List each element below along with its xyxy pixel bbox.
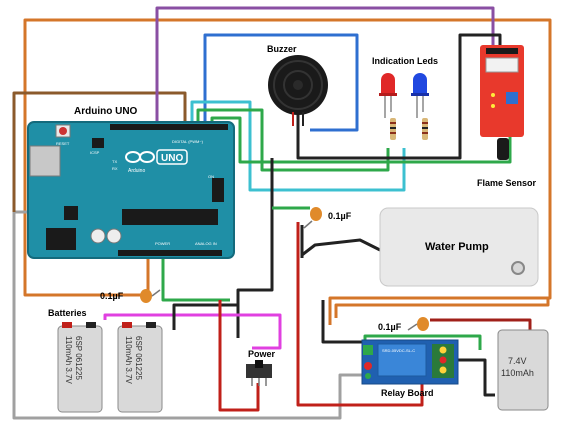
wire-blue-buzzer xyxy=(203,33,359,132)
wires xyxy=(12,6,552,420)
battery-right-capacity: 110mAh xyxy=(501,368,534,378)
arduino-logo-icon xyxy=(125,151,155,163)
uno-logo-text: UNO xyxy=(161,153,183,164)
tx-label: TX xyxy=(112,159,117,164)
capacitor-top-label: 0.1µF xyxy=(328,211,352,221)
capacitor-relay xyxy=(407,317,429,331)
power-jack xyxy=(46,228,76,250)
wire-black-top xyxy=(296,33,502,160)
analog-label: ANALOG IN xyxy=(195,241,217,246)
wire-orange-relay-top xyxy=(334,298,550,318)
wire-black-center xyxy=(236,158,274,338)
board-capacitor-1 xyxy=(90,228,106,244)
leds-label: Indication Leds xyxy=(372,56,438,66)
wire-magenta xyxy=(103,313,282,350)
usb-port xyxy=(29,145,61,177)
wire-black-arduino xyxy=(172,290,240,330)
capacitor-relay-label: 0.1µF xyxy=(378,322,402,332)
battery-right: 7.4V 110mAh xyxy=(497,329,549,411)
water-pump xyxy=(379,207,539,287)
power-switch xyxy=(246,360,272,386)
wire-red-relay xyxy=(296,222,424,407)
relay-board-label: Relay Board xyxy=(381,388,434,398)
wire-brown-loop xyxy=(12,91,187,212)
battery-1-line2: 110mAh 3.7V xyxy=(64,336,73,385)
power-header xyxy=(118,250,222,256)
wire-black-battery xyxy=(450,358,495,397)
power-header-label: POWER xyxy=(155,241,170,246)
wire-black-pump xyxy=(301,238,381,257)
rx-label: RX xyxy=(112,166,118,171)
reset-label: RESET xyxy=(56,141,70,146)
wire-green-flame xyxy=(210,62,512,164)
wire-red-switch xyxy=(218,300,260,412)
arduino-title: Arduino UNO xyxy=(74,106,138,117)
arduino-board: RESET DIGITAL (PWM~) POWER ANALOG IN ICS… xyxy=(27,121,235,259)
relay-chip-text: SRD-05VDC-SL-C xyxy=(382,348,415,353)
battery-right-voltage: 7.4V xyxy=(508,356,527,366)
resistor-2 xyxy=(422,118,428,140)
capacitor-top xyxy=(303,207,322,229)
water-pump-label: Water Pump xyxy=(425,241,489,253)
wire-green-battery xyxy=(161,255,230,302)
board-capacitor-2 xyxy=(106,228,122,244)
wire-black-relay xyxy=(321,300,362,344)
flame-sensor-label: Flame Sensor xyxy=(477,178,537,188)
capacitor-left xyxy=(140,289,161,303)
wire-orange-frame xyxy=(23,18,552,325)
battery-2-line2: 110mAh 3.7V xyxy=(124,336,133,385)
digital-header xyxy=(110,124,228,130)
microcontroller-chip xyxy=(122,209,218,225)
battery-2-line1: 6SP 061225 xyxy=(134,336,143,380)
buzzer-label: Buzzer xyxy=(267,44,297,54)
battery-2: 6SP 061225 110mAh 3.7V xyxy=(117,322,163,413)
battery-1: 6SP 061225 110mAh 3.7V xyxy=(57,322,103,413)
wire-orange-relay xyxy=(23,255,150,297)
on-label: ON xyxy=(208,174,214,179)
led-blue xyxy=(411,73,429,118)
resistor-1 xyxy=(390,118,396,140)
voltage-regulator xyxy=(64,206,78,220)
capacitor-left-label: 0.1µF xyxy=(100,291,124,301)
battery-1-line1: 6SP 061225 xyxy=(74,336,83,380)
icsp-header xyxy=(92,138,104,148)
brand-label: Arduino xyxy=(128,168,145,174)
relay-board: SRD-05VDC-SL-C xyxy=(361,339,459,385)
digital-label: DIGITAL (PWM~) xyxy=(172,139,204,144)
wire-cyan xyxy=(190,100,406,192)
icsp-label: ICSP xyxy=(90,150,100,155)
flame-sensor xyxy=(480,45,524,160)
batteries-label: Batteries xyxy=(48,308,87,318)
buzzer xyxy=(268,55,328,126)
wire-purple xyxy=(155,6,495,128)
led-red xyxy=(379,73,397,118)
power-label: Power xyxy=(248,349,276,359)
wire-green-led xyxy=(196,108,390,172)
